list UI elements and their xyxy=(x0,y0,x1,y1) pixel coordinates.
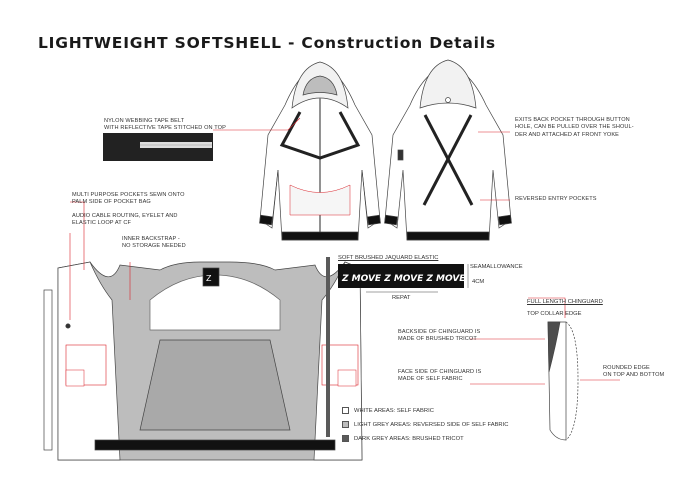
chinguard-rounded-line-2: ON TOP AND BOTTOM xyxy=(603,372,665,379)
note-audio-line-2: ELASTIC LOOP AT CF xyxy=(72,220,131,227)
note-exits-line-3: DER AND ATTACHED AT FRONT YOKE xyxy=(515,131,620,138)
note-webbing-line-1: NYLON WEBBING TAPE BELT xyxy=(104,118,185,124)
legend-swatch-light-grey xyxy=(342,421,349,428)
legend-label-dark-grey: DARK GREY AREAS: BRUSHED TRICOT xyxy=(354,435,464,442)
legend-swatch-white xyxy=(342,407,349,414)
legend-item-white: WHITE AREAS: SELF FABRIC xyxy=(342,407,434,414)
elastic-repeat-label: REPAT xyxy=(392,295,411,301)
chinguard-top-edge: TOP COLLAR EDGE xyxy=(527,311,582,317)
note-backstrap: INNER BACKSTRAP - NO STORAGE NEEDED xyxy=(122,236,186,251)
note-exits-line-2: HOLE, CAN BE PULLED OVER THE SHOUL- xyxy=(515,124,634,131)
note-pockets-line-1: MULTI PURPOSE POCKETS SEWN ONTO xyxy=(72,192,185,198)
note-exits-line-1: EXITS BACK POCKET THROUGH BUTTON xyxy=(515,117,630,123)
note-backstrap-line-1: INNER BACKSTRAP - xyxy=(122,236,180,242)
note-exits: EXITS BACK POCKET THROUGH BUTTON HOLE, C… xyxy=(515,117,634,139)
chinguard-back-note: BACKSIDE OF CHINGUARD IS MADE OF BRUSHED… xyxy=(398,329,480,344)
note-audio-line-1: AUDIO CABLE ROUTING, EYELET AND xyxy=(72,213,178,219)
chinguard-rounded-note: ROUNDED EDGE ON TOP AND BOTTOM xyxy=(603,365,664,380)
svg-text:Z MOVE Z MOVE Z MOVE: Z MOVE Z MOVE Z MOVE xyxy=(341,274,466,284)
note-pockets: MULTI PURPOSE POCKETS SEWN ONTO PALM SID… xyxy=(72,192,185,207)
jacquard-elastic-strip: Z MOVE Z MOVE Z MOVE xyxy=(338,264,469,293)
chinguard-heading: FULL LENGTH CHINGUARD xyxy=(527,299,603,305)
front-jacket-illustration xyxy=(259,61,381,241)
note-webbing: NYLON WEBBING TAPE BELT WITH REFLECTIVE … xyxy=(104,118,226,133)
callout-lines xyxy=(69,117,620,385)
elastic-seam-label: SEAMALLOWANCE xyxy=(470,264,523,270)
chinguard-face-line-2: MADE OF SELF FABRIC xyxy=(398,376,463,383)
legend-label-light-grey: LIGHT GREY AREAS: REVERSED SIDE OF SELF … xyxy=(354,421,509,428)
note-webbing-line-2: WITH REFLECTIVE TAPE STITCHED ON TOP xyxy=(104,125,226,132)
note-audio: AUDIO CABLE ROUTING, EYELET AND ELASTIC … xyxy=(72,213,178,228)
webbing-tape-inset xyxy=(103,133,213,161)
chinguard-back-line-2: MADE OF BRUSHED TRICOT xyxy=(398,336,477,343)
elastic-heading: SOFT BRUSHED JAQUARD ELASTIC xyxy=(338,255,439,261)
chinguard-illustration xyxy=(547,321,579,441)
legend-item-dark-grey: DARK GREY AREAS: BRUSHED TRICOT xyxy=(342,435,464,442)
inner-layout-illustration: Z xyxy=(43,257,363,461)
chinguard-face-line-1: FACE SIDE OF CHINGUARD IS xyxy=(398,369,482,375)
legend-item-light-grey: LIGHT GREY AREAS: REVERSED SIDE OF SELF … xyxy=(342,421,508,428)
chinguard-rounded-line-1: ROUNDED EDGE xyxy=(603,365,650,371)
legend-swatch-dark-grey xyxy=(342,435,349,442)
note-reversed: REVERSED ENTRY POCKETS xyxy=(515,196,597,202)
note-pockets-line-2: PALM SIDE OF POCKET BAG xyxy=(72,199,151,206)
back-jacket-illustration xyxy=(384,59,512,241)
legend-label-white: WHITE AREAS: SELF FABRIC xyxy=(354,407,434,414)
chinguard-back-line-1: BACKSIDE OF CHINGUARD IS xyxy=(398,329,481,335)
svg-text:Z: Z xyxy=(206,274,212,283)
note-backstrap-line-2: NO STORAGE NEEDED xyxy=(122,243,186,250)
elastic-height-label: 4CM xyxy=(472,279,485,285)
page-title: LIGHTWEIGHT SOFTSHELL - Construction Det… xyxy=(38,34,496,52)
chinguard-face-note: FACE SIDE OF CHINGUARD IS MADE OF SELF F… xyxy=(398,369,481,384)
